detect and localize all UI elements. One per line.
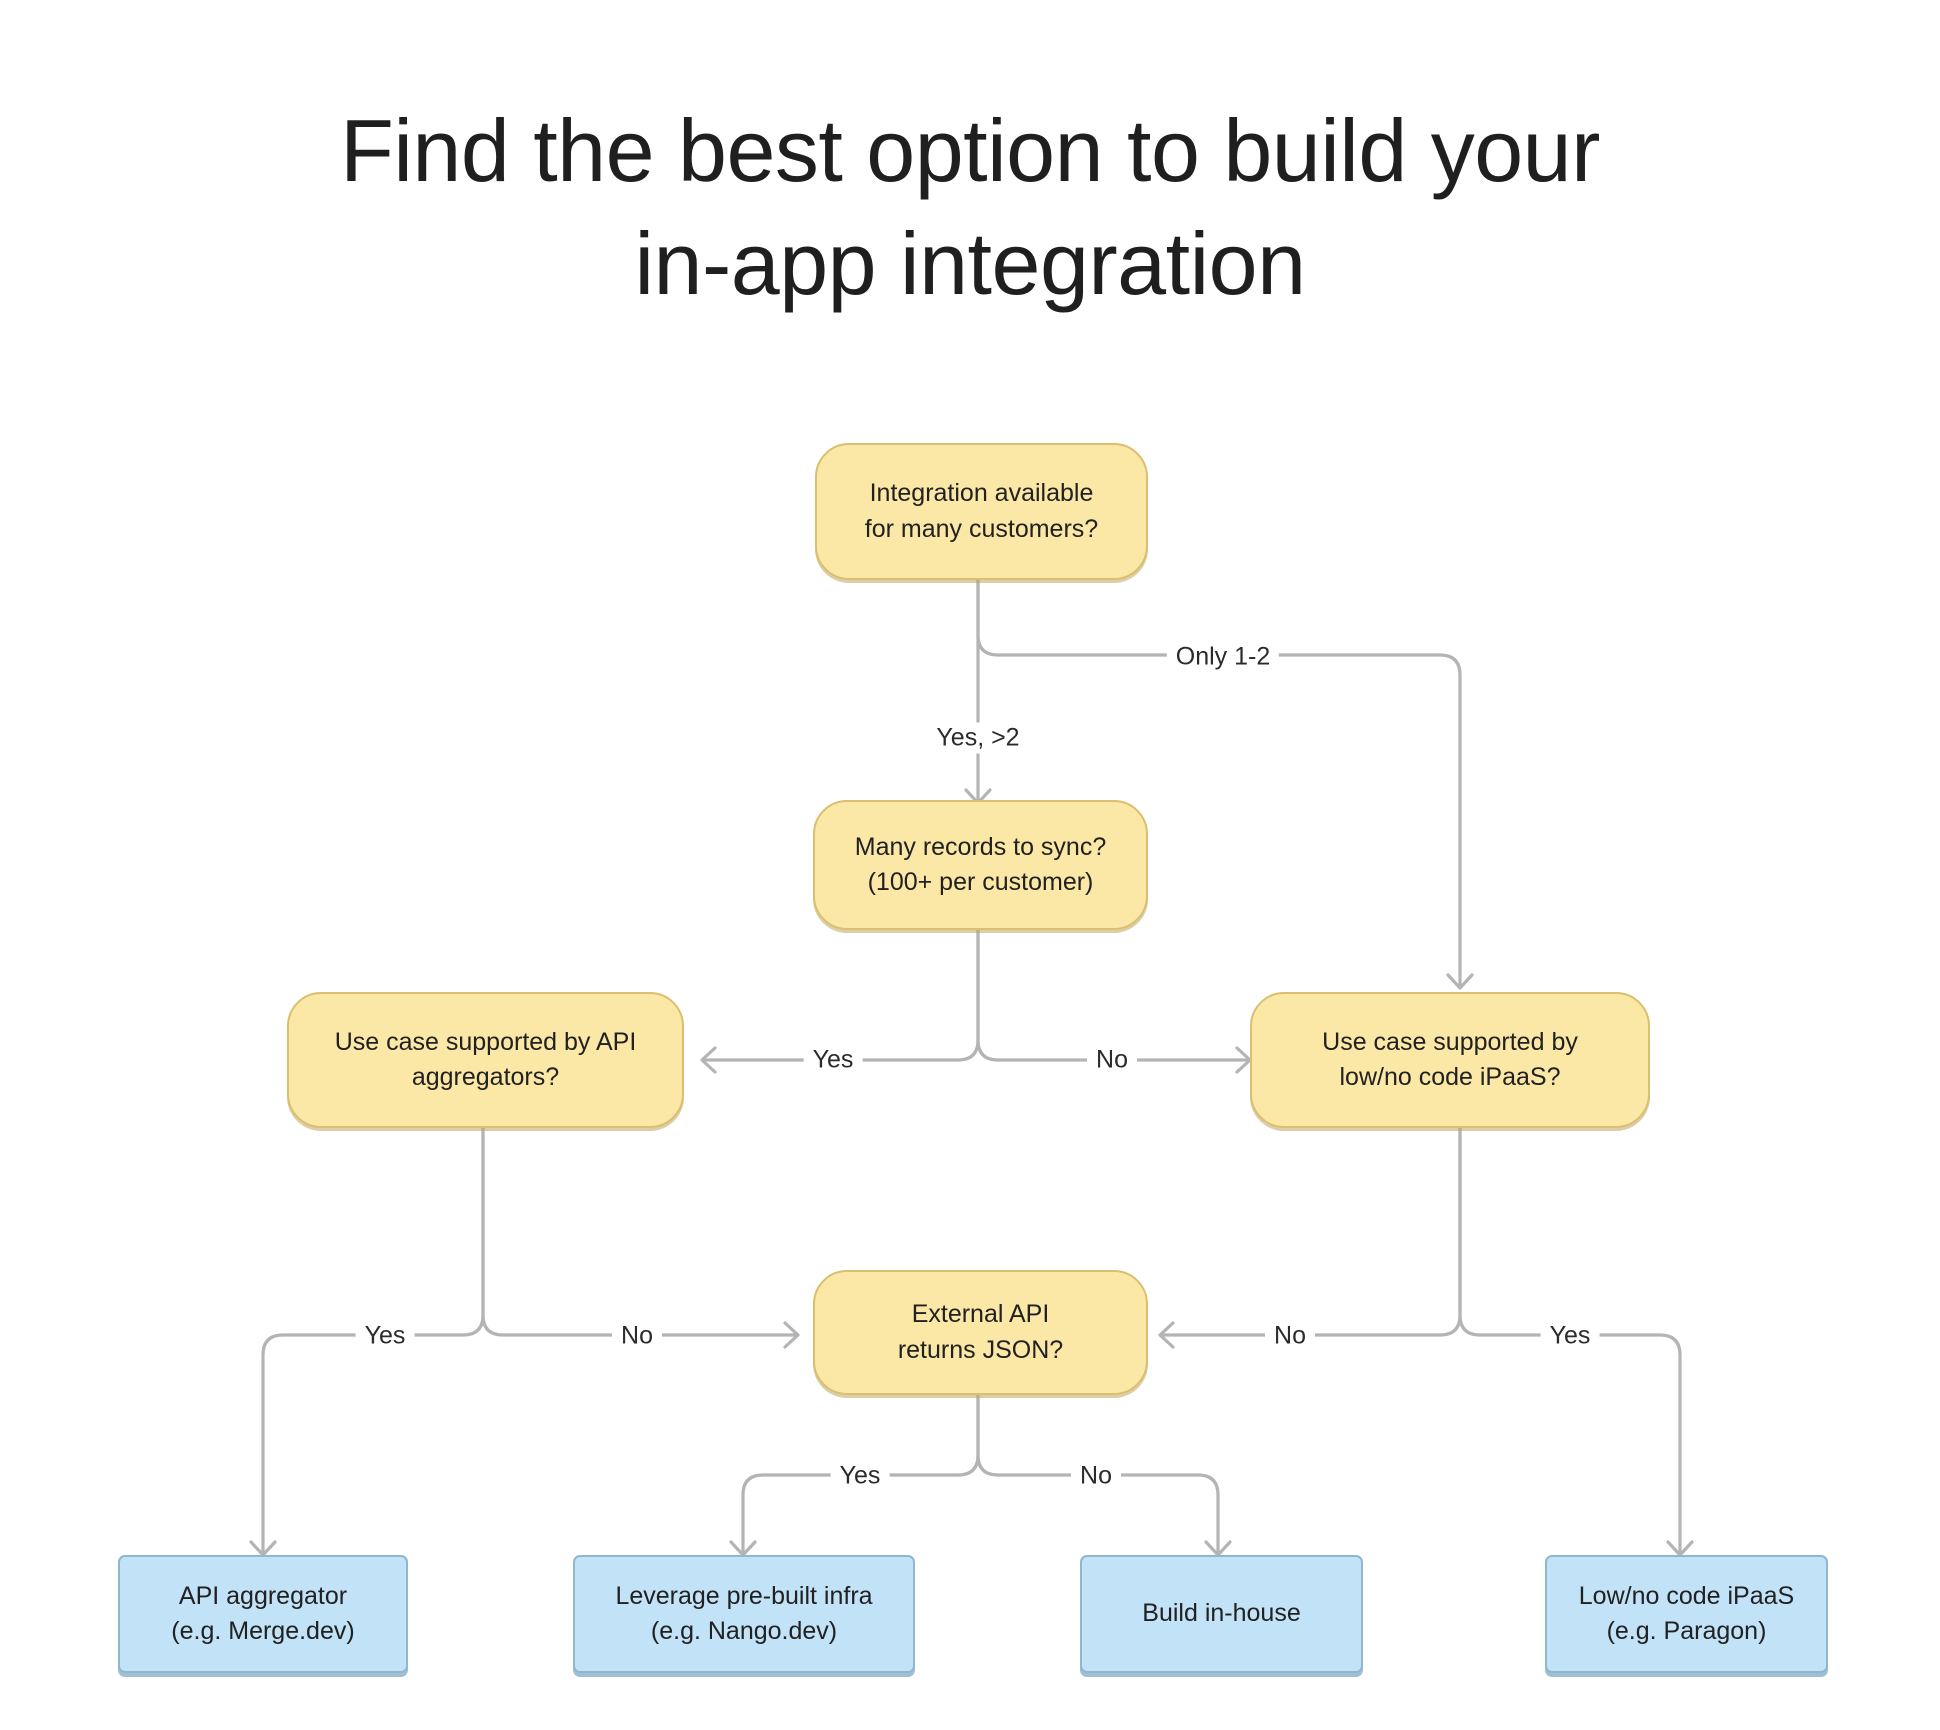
edge-root-to-ipaas-arrow bbox=[1446, 973, 1474, 990]
edge-label-json-no: No bbox=[1071, 1460, 1121, 1492]
edge-label-agg-no: No bbox=[612, 1320, 662, 1352]
edge-sync-to-ipaas bbox=[976, 928, 1249, 1062]
terminal-prebuilt-infra[interactable]: Leverage pre-built infra (e.g. Nango.dev… bbox=[573, 1555, 915, 1673]
edge-label-ipaas-no: No bbox=[1265, 1320, 1315, 1352]
edge-agg-to-json-arrow bbox=[783, 1321, 800, 1349]
edge-label-sync-yes: Yes bbox=[803, 1044, 863, 1076]
node-lowcode-ipaas-supported[interactable]: Use case supported by low/no code iPaaS? bbox=[1250, 992, 1650, 1128]
edge-ipaas-to-json-arrow bbox=[1158, 1321, 1175, 1349]
node-integration-available[interactable]: Integration available for many customers… bbox=[815, 443, 1148, 580]
edge-label-root-yes: Yes, >2 bbox=[927, 722, 1029, 754]
terminal-api-aggregator[interactable]: API aggregator (e.g. Merge.dev) bbox=[118, 1555, 408, 1673]
edge-label-ipaas-yes: Yes bbox=[1540, 1320, 1600, 1352]
edge-ipaas-to-json bbox=[1161, 1126, 1462, 1337]
terminal-lowcode-ipaas[interactable]: Low/no code iPaaS (e.g. Paragon) bbox=[1545, 1555, 1828, 1673]
edge-label-json-yes: Yes bbox=[830, 1460, 890, 1492]
node-external-api-returns-json[interactable]: External API returns JSON? bbox=[813, 1270, 1148, 1395]
edge-label-root-only: Only 1-2 bbox=[1166, 641, 1280, 673]
edge-label-agg-yes: Yes bbox=[355, 1320, 415, 1352]
node-api-aggregators-supported[interactable]: Use case supported by API aggregators? bbox=[287, 992, 684, 1128]
edge-sync-to-agg bbox=[703, 928, 980, 1062]
edge-label-sync-no: No bbox=[1087, 1044, 1137, 1076]
terminal-build-in-house[interactable]: Build in-house bbox=[1080, 1555, 1363, 1673]
edge-sync-to-agg-arrow bbox=[700, 1046, 717, 1074]
edge-agg-to-json bbox=[481, 1126, 797, 1337]
page-title: Find the best option to build your in-ap… bbox=[340, 101, 1600, 313]
node-many-records-to-sync[interactable]: Many records to sync? (100+ per customer… bbox=[813, 800, 1148, 930]
